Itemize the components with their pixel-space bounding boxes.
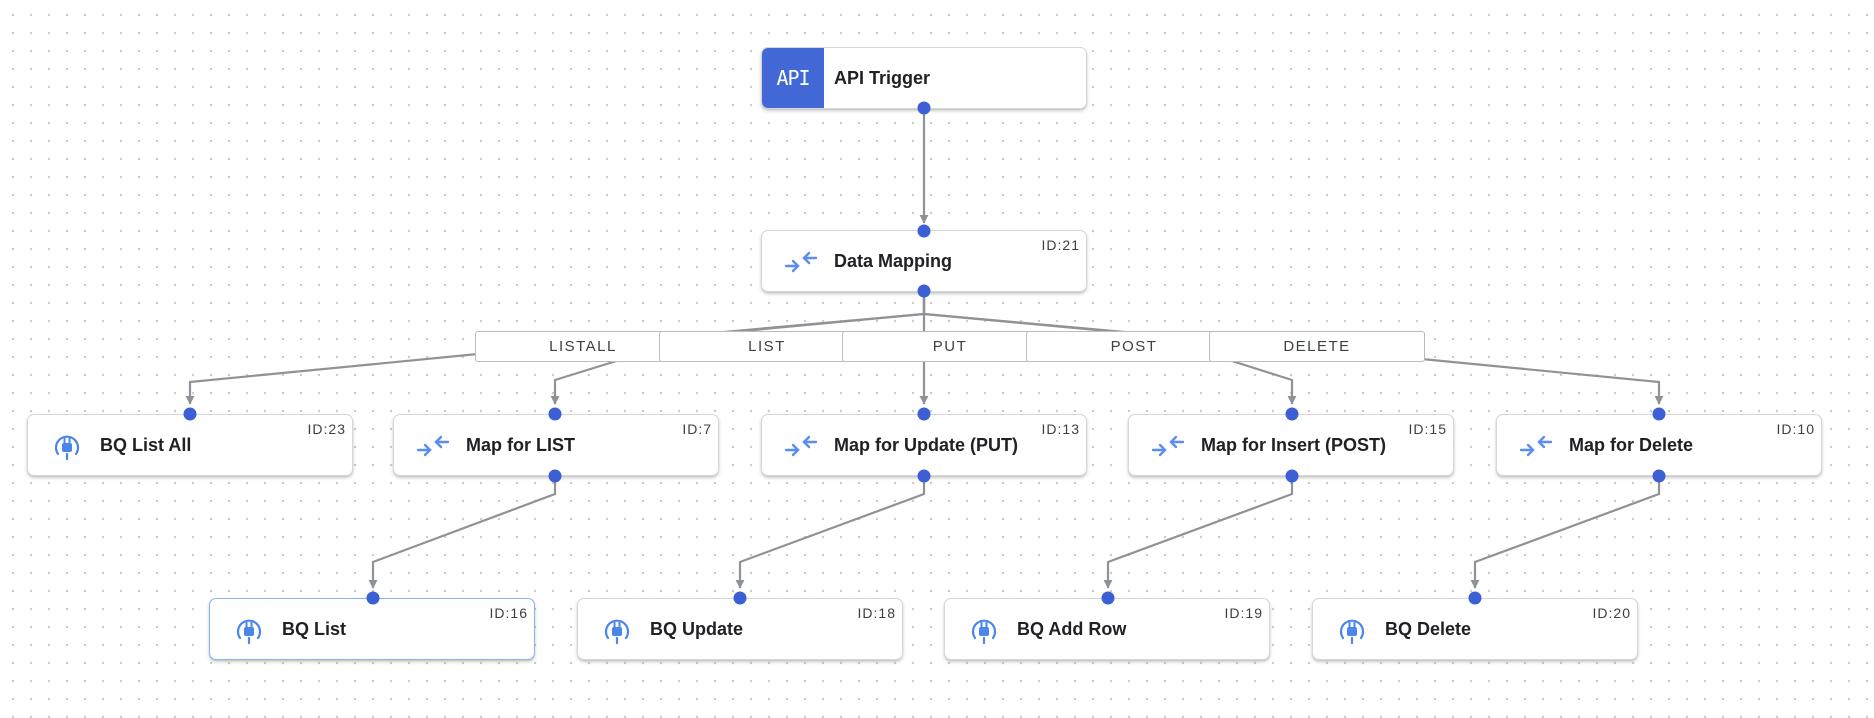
data-mapping-icon	[784, 435, 818, 457]
bq-delete-input-port[interactable]	[1468, 591, 1482, 605]
data-mapping-icon	[784, 251, 818, 273]
bq-update-input-port[interactable]	[733, 591, 747, 605]
node-id: ID:7	[682, 421, 712, 437]
node-map-for-update[interactable]: Map for Update (PUT) ID:13	[761, 414, 1087, 476]
node-id: ID:13	[1041, 421, 1080, 437]
edge-label-put[interactable]: PUT	[842, 331, 1058, 362]
data-mapping-icon	[1519, 435, 1553, 457]
node-map-for-delete[interactable]: Map for Delete ID:10	[1496, 414, 1822, 476]
map-insert-output-port[interactable]	[1285, 469, 1299, 483]
node-label: BQ List	[282, 619, 347, 639]
node-bq-update[interactable]: BQ Update ID:18	[577, 598, 903, 660]
edge-delete-to-bqdelete	[1470, 476, 1661, 589]
node-label: Map for Delete	[1569, 435, 1694, 455]
node-label: BQ List All	[100, 435, 192, 455]
connector-plug-icon	[604, 619, 630, 645]
map-delete-output-port[interactable]	[1652, 469, 1666, 483]
node-api-trigger[interactable]: API API Trigger	[761, 47, 1087, 109]
edge-update-to-bqupdate	[735, 476, 926, 589]
node-bq-add-row[interactable]: BQ Add Row ID:19	[944, 598, 1270, 660]
edge-list-to-bqlist	[368, 476, 557, 589]
node-id: ID:10	[1776, 421, 1815, 437]
node-id: ID:20	[1592, 605, 1631, 621]
node-bq-delete[interactable]: BQ Delete ID:20	[1312, 598, 1638, 660]
map-update-input-port[interactable]	[917, 407, 931, 421]
node-id: ID:15	[1408, 421, 1447, 437]
node-id: ID:16	[489, 605, 528, 621]
connector-plug-icon	[54, 435, 80, 461]
api-trigger-icon: API	[762, 48, 824, 108]
bq-list-all-input-port[interactable]	[183, 407, 197, 421]
map-delete-input-port[interactable]	[1652, 407, 1666, 421]
node-map-for-insert[interactable]: Map for Insert (POST) ID:15	[1128, 414, 1454, 476]
bq-list-input-port[interactable]	[366, 591, 380, 605]
map-insert-input-port[interactable]	[1285, 407, 1299, 421]
bq-add-row-input-port[interactable]	[1101, 591, 1115, 605]
node-label: Data Mapping	[834, 251, 953, 271]
node-label: API Trigger	[834, 68, 931, 88]
mapping-output-port[interactable]	[917, 284, 931, 298]
node-label: BQ Update	[650, 619, 744, 639]
node-id: ID:21	[1041, 237, 1080, 253]
node-id: ID:18	[857, 605, 896, 621]
connector-plug-icon	[1339, 619, 1365, 645]
node-label: Map for LIST	[466, 435, 575, 455]
node-id: ID:23	[307, 421, 346, 437]
edge-label-list[interactable]: LIST	[659, 331, 875, 362]
node-data-mapping[interactable]: Data Mapping ID:21	[761, 230, 1087, 292]
node-map-for-list[interactable]: Map for LIST ID:7	[393, 414, 719, 476]
node-bq-list[interactable]: BQ List ID:16	[209, 598, 535, 660]
data-mapping-icon	[416, 435, 450, 457]
trigger-output-port[interactable]	[917, 101, 931, 115]
edge-label-post[interactable]: POST	[1026, 331, 1242, 362]
connector-plug-icon	[971, 619, 997, 645]
connector-plug-icon	[236, 619, 262, 645]
map-update-output-port[interactable]	[917, 469, 931, 483]
edge-insert-to-bqaddrow	[1103, 476, 1294, 589]
node-bq-list-all[interactable]: BQ List All ID:23	[27, 414, 353, 476]
edge-label-delete[interactable]: DELETE	[1209, 331, 1425, 362]
map-list-input-port[interactable]	[548, 407, 562, 421]
mapping-input-port[interactable]	[917, 224, 931, 238]
node-label: Map for Insert (POST)	[1201, 435, 1387, 455]
data-mapping-icon	[1151, 435, 1185, 457]
map-list-output-port[interactable]	[548, 469, 562, 483]
node-label: BQ Delete	[1385, 619, 1472, 639]
node-label: Map for Update (PUT)	[834, 435, 1018, 455]
node-id: ID:19	[1224, 605, 1263, 621]
node-label: BQ Add Row	[1017, 619, 1127, 639]
